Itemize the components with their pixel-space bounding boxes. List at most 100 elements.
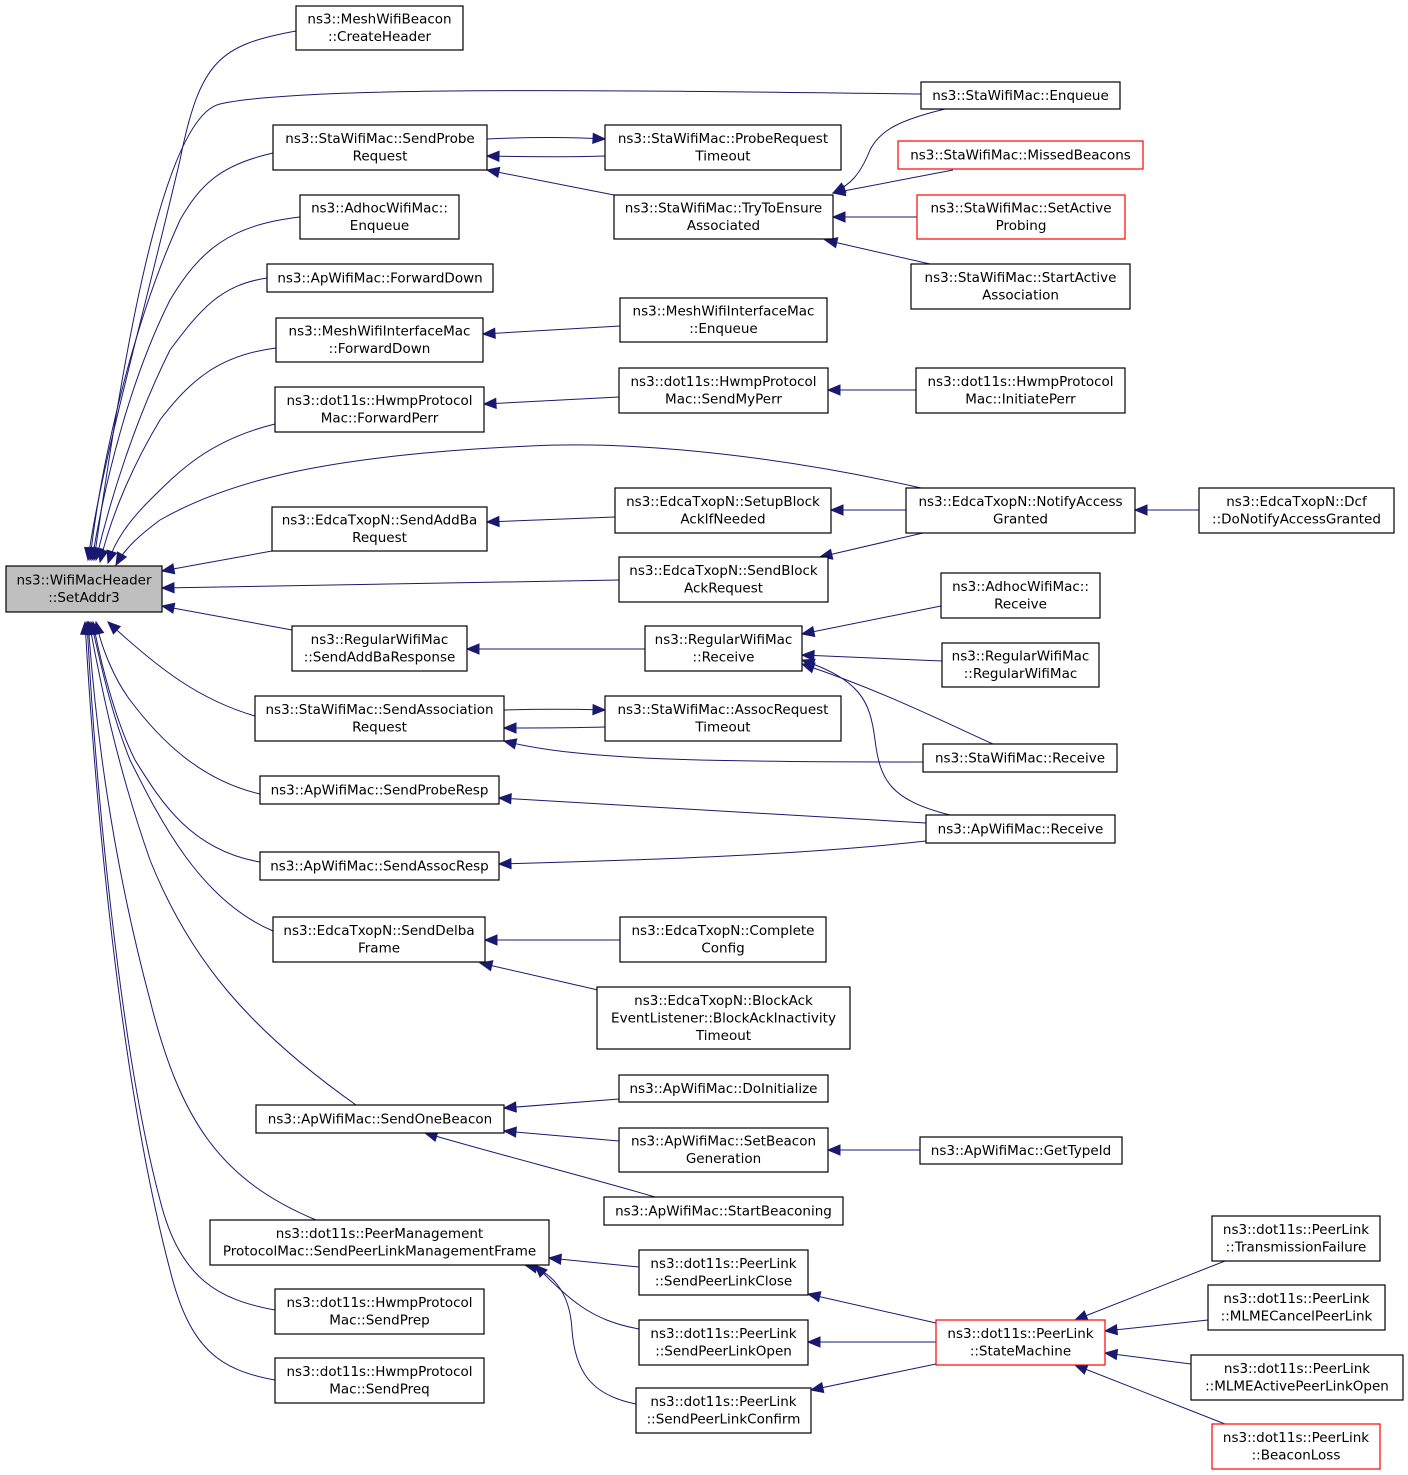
node-box	[897, 140, 1144, 170]
edge-mwim-enqueue-to-mwim-forwarddown	[482, 325, 621, 335]
node-pl-sendopen[interactable]: ns3::dot11s::PeerLink::SendPeerLinkOpen	[638, 1319, 809, 1366]
node-hwmp-initiateperr[interactable]: ns3::dot11s::HwmpProtocolMac::InitiatePe…	[915, 367, 1126, 414]
node-edca-notify[interactable]: ns3::EdcaTxopN::NotifyAccessGranted	[905, 487, 1136, 534]
node-label-line: ns3::dot11s::PeerLink	[1223, 1222, 1369, 1238]
node-ap-receive[interactable]: ns3::ApWifiMac::Receive	[925, 814, 1116, 844]
node-pl-sendconfirm[interactable]: ns3::dot11s::PeerLink::SendPeerLinkConfi…	[635, 1387, 812, 1434]
node-box	[635, 1387, 812, 1434]
node-ap-sendassocresp[interactable]: ns3::ApWifiMac::SendAssocResp	[259, 851, 500, 881]
node-box	[618, 367, 829, 414]
arrowhead-reg-receive	[800, 625, 816, 638]
edge-ap-receive-to-ap-sendproberesp	[498, 797, 927, 824]
arrowhead-edca-sendaddba	[485, 515, 500, 528]
node-reg-ctor[interactable]: ns3::RegularWifiMac::RegularWifiMac	[941, 642, 1100, 688]
arrowhead-ap-sendonebeacon	[502, 1101, 517, 1113]
arrowhead-sta-trytoensure	[831, 211, 846, 223]
edge-pl-beaconloss-to-pl-statemachine	[1074, 1364, 1226, 1425]
node-label-line: Request	[352, 720, 407, 736]
node-mwim-enqueue[interactable]: ns3::MeshWifiInterfaceMac::Enqueue	[619, 297, 828, 343]
node-ap-startbeaconing[interactable]: ns3::ApWifiMac::StartBeaconing	[603, 1196, 844, 1226]
edge-sta-receive-to-reg-receive	[801, 663, 994, 745]
node-label-line: ::Enqueue	[689, 321, 757, 337]
node-hwmp-forwardperr[interactable]: ns3::dot11s::HwmpProtocolMac::ForwardPer…	[274, 386, 485, 433]
node-label-line: Granted	[993, 512, 1048, 528]
node-label-line: ns3::ApWifiMac::Receive	[938, 821, 1104, 837]
node-label-line: ns3::RegularWifiMac	[952, 649, 1090, 665]
node-reg-receive[interactable]: ns3::RegularWifiMac::Receive	[644, 625, 803, 672]
node-sta-receive[interactable]: ns3::StaWifiMac::Receive	[922, 743, 1118, 773]
arrowhead-hwmp-forwardperr	[482, 397, 497, 410]
edge-ap-sendassocresp-to-root	[92, 621, 261, 863]
node-box	[271, 506, 488, 552]
node-pl-mlmeactive[interactable]: ns3::dot11s::PeerLink::MLMEActivePeerLin…	[1190, 1354, 1404, 1401]
node-label-line: ns3::ApWifiMac::SendProbeResp	[271, 782, 489, 798]
edge-ap-setbeacongen-to-ap-sendonebeacon	[503, 1130, 620, 1142]
arrowhead-pl-statemachine	[1073, 1310, 1089, 1321]
node-box	[5, 565, 163, 613]
edge-hwmp-sendprep-to-root	[86, 621, 276, 1311]
node-box	[1211, 1215, 1381, 1262]
node-label-line: ns3::MeshWifiInterfaceMac	[633, 304, 815, 320]
edge-ap-startbeaconing-to-ap-sendonebeacon	[424, 1132, 656, 1198]
node-label-line: ::BeaconLoss	[1252, 1448, 1341, 1464]
edge-edca-setupblock-to-edca-sendaddba	[486, 516, 616, 523]
node-mwim-forwarddown[interactable]: ns3::MeshWifiInterfaceMac::ForwardDown	[275, 317, 484, 363]
edge-ap-receive-to-ap-sendassocresp	[498, 840, 927, 865]
node-label-line: ::TransmissionFailure	[1226, 1240, 1367, 1256]
node-box	[266, 263, 494, 293]
arrowhead-edca-senddelba	[478, 960, 494, 972]
node-label-line: Mac::ForwardPerr	[321, 411, 439, 427]
node-label-line: ns3::StaWifiMac::ProbeRequest	[618, 131, 828, 147]
node-label-line: ns3::EdcaTxopN::SendBlock	[629, 563, 818, 579]
node-label-line: AckIfNeeded	[680, 512, 765, 528]
edge-sta-sendprobe-to-sta-probetimeout	[486, 137, 606, 140]
node-box	[618, 556, 829, 603]
node-pl-sendclose[interactable]: ns3::dot11s::PeerLink::SendPeerLinkClose	[638, 1249, 809, 1296]
node-ap-doinit[interactable]: ns3::ApWifiMac::DoInitialize	[618, 1074, 829, 1103]
node-ap-forwarddown[interactable]: ns3::ApWifiMac::ForwardDown	[266, 263, 494, 293]
node-adhoc-receive[interactable]: ns3::AdhocWifiMac::Receive	[940, 572, 1101, 619]
node-ap-sendonebeacon[interactable]: ns3::ApWifiMac::SendOneBeacon	[255, 1104, 505, 1134]
node-label-line: ns3::AdhocWifiMac::	[952, 579, 1089, 595]
node-edca-dcf[interactable]: ns3::EdcaTxopN::Dcf::DoNotifyAccessGrant…	[1198, 487, 1395, 534]
node-sta-enqueue[interactable]: ns3::StaWifiMac::Enqueue	[920, 81, 1121, 110]
node-root[interactable]: ns3::WifiMacHeader::SetAddr3	[5, 565, 163, 613]
node-sta-missed[interactable]: ns3::StaWifiMac::MissedBeacons	[897, 140, 1144, 170]
node-box	[1211, 1423, 1381, 1470]
node-pl-beaconloss[interactable]: ns3::dot11s::PeerLink::BeaconLoss	[1211, 1423, 1381, 1470]
node-reg-sendaddbaresp[interactable]: ns3::RegularWifiMac::SendAddBaResponse	[291, 625, 468, 672]
arrowhead-sta-sendassoc	[502, 722, 517, 734]
node-edca-blockack-inact[interactable]: ns3::EdcaTxopN::BlockAckEventListener::B…	[596, 986, 851, 1050]
node-mwb-create[interactable]: ns3::MeshWifiBeacon::CreateHeader	[295, 5, 464, 51]
node-label-line: ::RegularWifiMac	[964, 666, 1078, 682]
arrowhead-ap-sendproberesp	[497, 792, 512, 805]
node-ap-sendproberesp[interactable]: ns3::ApWifiMac::SendProbeResp	[259, 775, 500, 805]
node-label-line: ns3::EdcaTxopN::SendDelba	[283, 923, 474, 939]
node-label-line: Associated	[687, 218, 760, 234]
node-label-line: ns3::ApWifiMac::DoInitialize	[630, 1081, 818, 1097]
node-pl-mlmecancel[interactable]: ns3::dot11s::PeerLink::MLMECancelPeerLin…	[1207, 1284, 1386, 1331]
node-pl-statemachine[interactable]: ns3::dot11s::PeerLink::StateMachine	[935, 1319, 1106, 1366]
node-ap-gettypeid[interactable]: ns3::ApWifiMac::GetTypeId	[919, 1136, 1123, 1165]
node-adhoc-enqueue[interactable]: ns3::AdhocWifiMac::Enqueue	[299, 194, 460, 240]
node-label-line: ns3::EdcaTxopN::Dcf	[1226, 494, 1368, 510]
node-pm-sendpeerlink[interactable]: ns3::dot11s::PeerManagementProtocolMac::…	[209, 1219, 550, 1266]
node-pl-txfailure[interactable]: ns3::dot11s::PeerLink::TransmissionFailu…	[1211, 1215, 1381, 1262]
node-box	[919, 1136, 1123, 1165]
